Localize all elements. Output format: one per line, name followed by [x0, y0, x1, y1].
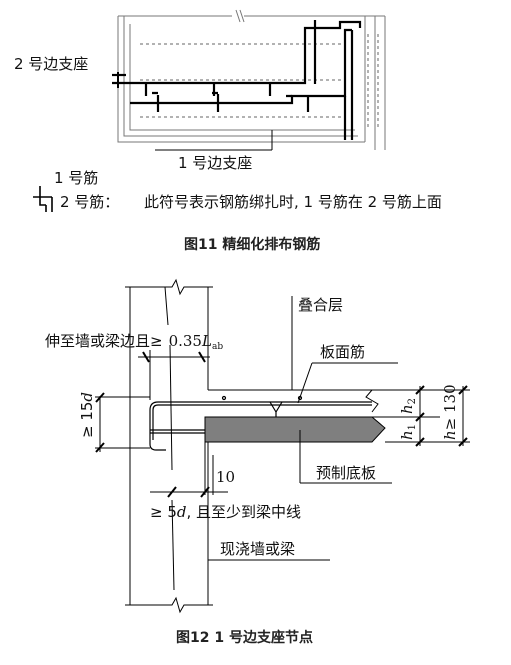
distribution-bars [140, 34, 379, 128]
support-1-label: 1 号边支座 [178, 154, 252, 172]
hook-15d-label: ≥ 15d [78, 392, 96, 438]
gap-dimension [204, 442, 214, 495]
composite-layer-label: 叠合层 [298, 296, 343, 314]
wall-outline [125, 278, 213, 614]
embed-5d-label: ≥ 5d, 且至少到梁中线 [150, 503, 301, 521]
figure12-support-node: 伸至墙或梁边且≥0.35Lab ≥ 15d 叠合层 板面筋 [45, 278, 470, 646]
legend-bar-1: 1 号筋 [54, 169, 98, 187]
precast-slab [204, 416, 386, 443]
figure11-caption: 图11 精细化排布钢筋 [184, 236, 320, 253]
support-2-label: 2 号边支座 [14, 55, 88, 73]
top-bar [149, 395, 372, 451]
figure11-rebar-plan: 2 号边支座 1 号边支座 1 号筋 2 号筋： 此符号表示钢筋绑扎时, 1 号… [14, 9, 442, 253]
bar-1-path [112, 28, 354, 140]
wall-label: 现浇墙或梁 [220, 540, 295, 558]
legend-note: 此符号表示钢筋绑扎时, 1 号筋在 2 号筋上面 [144, 193, 442, 211]
precast-label: 预制底板 [316, 464, 376, 482]
extend-label: 伸至墙或梁边且≥0.35Lab [45, 332, 223, 352]
h2-label: h2 [398, 398, 418, 414]
overlap-symbol-icon [33, 186, 53, 212]
support-outline [117, 9, 386, 150]
gap-10-label: 10 [216, 468, 235, 486]
h-total-label: h≥ 130 [441, 384, 459, 440]
figure12-caption: 图12 1 号边支座节点 [176, 629, 313, 646]
h1-label: h1 [398, 424, 418, 440]
bar-2-path [112, 20, 362, 96]
top-bar-label: 板面筋 [320, 343, 365, 361]
hook-15d-dimension [95, 392, 150, 453]
embed-5d-dimension [150, 486, 228, 498]
thickness-dimensions [372, 385, 470, 447]
extend-dimension [138, 350, 210, 400]
legend-bar-2: 2 号筋： [60, 193, 119, 211]
